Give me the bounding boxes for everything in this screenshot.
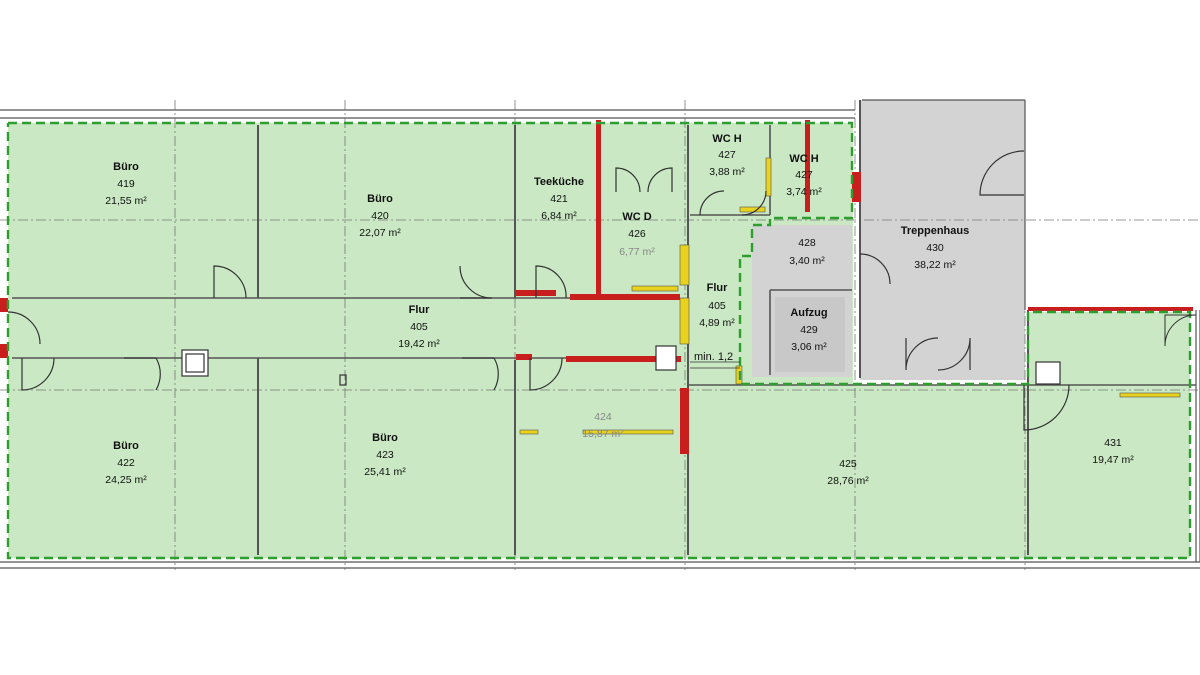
room-427b-number: 427 [795,169,813,181]
room-419-name: Büro [113,161,139,173]
room-423-number: 423 [376,449,394,461]
room-425-area: 28,76 m² [827,475,869,487]
room-420-name: Büro [367,193,393,205]
doors [7,150,1197,431]
room-427a-number: 427 [718,149,736,161]
room-405b-number: 405 [708,300,726,312]
room-421-area: 6,84 m² [541,210,577,222]
room-427b-area: 3,74 m² [786,186,822,198]
room-420-area: 22,07 m² [359,227,401,239]
room-labels: Büro 419 21,55 m² Büro 420 22,07 m² Teek… [105,133,1134,487]
room-421-number: 421 [550,193,568,205]
room-405b-area: 4,89 m² [699,317,735,329]
dimension-label: min. 1,2 [694,351,733,363]
room-422-number: 422 [117,457,135,469]
room-fill-main [8,123,853,558]
walls [0,99,1200,569]
room-427a-area: 3,88 m² [709,166,745,178]
dimension-note: min. 1,2 [690,351,740,369]
room-421-name: Teeküche [534,176,584,188]
room-420-number: 420 [371,210,389,222]
room-430-number: 430 [926,242,944,254]
room-428-area: 3,40 m² [789,255,825,267]
room-fill-429 [775,297,845,372]
room-429-area: 3,06 m² [791,341,827,353]
room-428-number: 428 [798,237,816,249]
room-430-name: Treppenhaus [901,225,969,237]
room-fill-425-ext [853,385,1028,558]
shafts [181,345,1061,386]
room-405a-name: Flur [409,304,430,316]
room-422-name: Büro [113,440,139,452]
room-426-area: 6,77 m² [619,246,655,258]
room-405a-area: 19,42 m² [398,338,440,350]
room-405b-name: Flur [707,282,728,294]
room-431-area: 19,47 m² [1092,454,1134,466]
room-430-area: 38,22 m² [914,259,956,271]
room-422-area: 24,25 m² [105,474,147,486]
room-425-number: 425 [839,458,857,470]
room-fill-431 [1028,312,1190,558]
room-427b-name: WC H [789,153,818,165]
room-424-number: 424 [594,411,612,423]
room-429-name: Aufzug [790,307,827,319]
room-431-number: 431 [1104,437,1122,449]
room-429-number: 429 [800,324,818,336]
room-405a-number: 405 [410,321,428,333]
room-426-number: 426 [628,228,646,240]
room-424-area: 15,87 m² [582,428,624,440]
boundary-dashed [6,121,1192,560]
room-427a-name: WC H [712,133,741,145]
room-423-name: Büro [372,432,398,444]
room-fill-430 [860,100,1025,380]
room-419-number: 419 [117,178,135,190]
room-fills [8,100,1190,558]
room-419-area: 21,55 m² [105,195,147,207]
room-426-name: WC D [622,211,651,223]
room-423-area: 25,41 m² [364,466,406,478]
